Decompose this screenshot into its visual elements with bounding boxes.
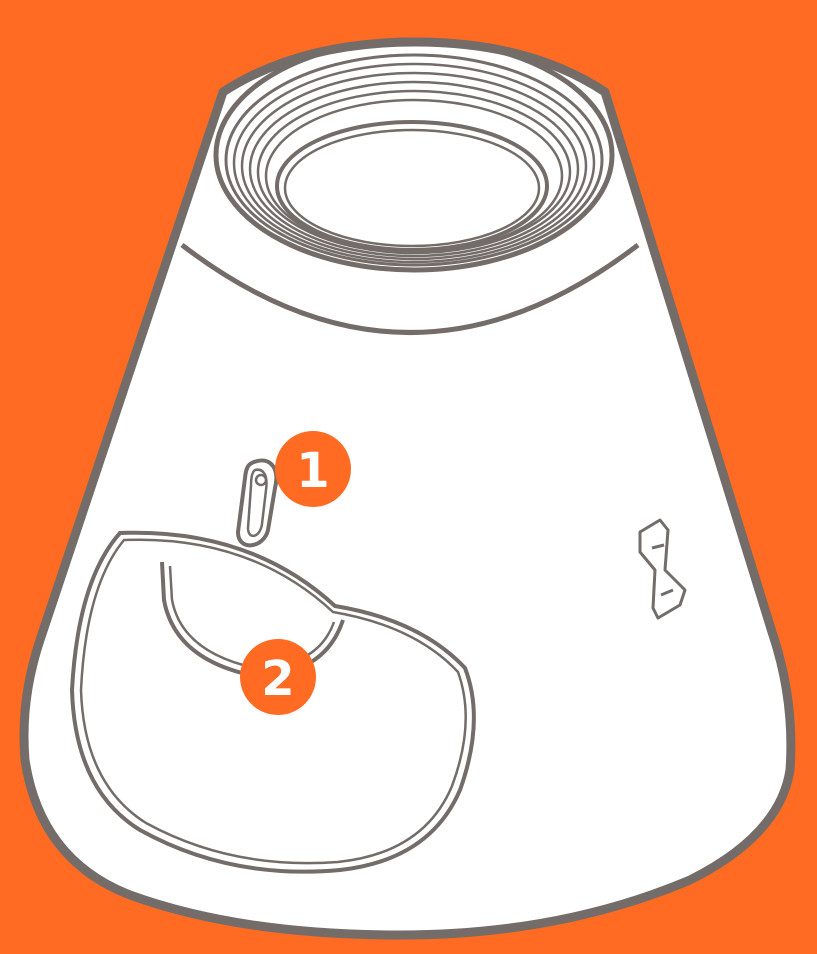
callout-2: 2	[240, 639, 316, 715]
callout-1-badge	[275, 431, 351, 507]
callout-2-badge	[240, 639, 316, 715]
callout-1-number: 1	[296, 443, 329, 499]
callout-1: 1	[275, 431, 351, 507]
top-collar	[180, 243, 640, 335]
indicator-light-slot	[235, 458, 279, 548]
callout-2-number: 2	[261, 651, 294, 707]
threaded-opening	[213, 37, 615, 273]
brand-logo-icon	[638, 518, 687, 620]
